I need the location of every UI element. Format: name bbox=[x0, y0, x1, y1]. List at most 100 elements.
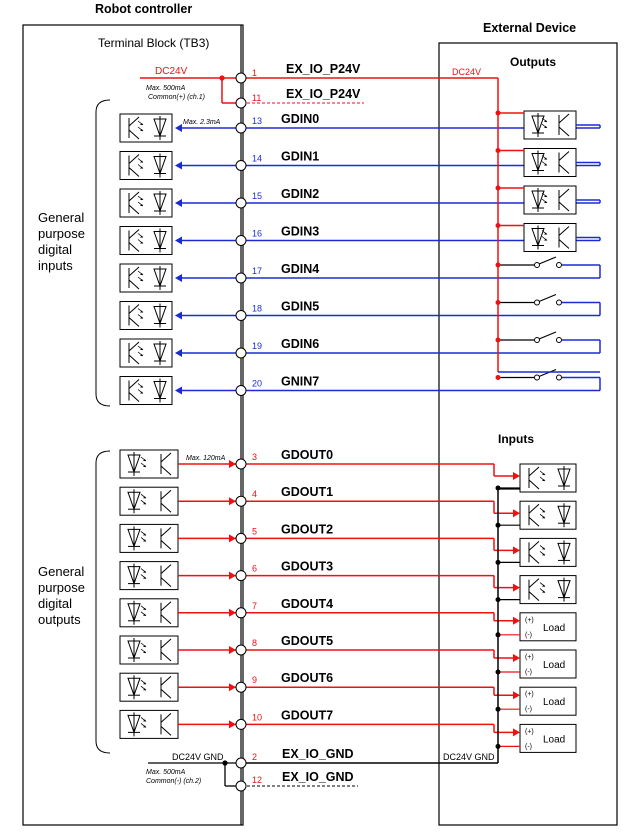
common-plus-label: Common(+) (ch.1) bbox=[148, 94, 205, 101]
light-arrow-head bbox=[143, 459, 146, 461]
arrow-head bbox=[229, 460, 236, 468]
terminal-pin bbox=[235, 272, 247, 284]
light-arrow-head bbox=[140, 391, 143, 394]
light-arrow-head bbox=[143, 613, 146, 616]
terminal-pin bbox=[235, 532, 247, 544]
light-arrow-head bbox=[143, 607, 146, 610]
transistor-emitter bbox=[558, 126, 570, 137]
signal-name: GDIN6 bbox=[281, 337, 319, 351]
light-arrow-head bbox=[542, 553, 545, 556]
optocoupler-symbol bbox=[119, 635, 179, 665]
signal-name: GDOUT3 bbox=[281, 560, 333, 574]
optocoupler-symbol bbox=[523, 148, 577, 177]
gnd-label-right: DC24V GND bbox=[443, 752, 495, 762]
arrow-head bbox=[175, 236, 182, 245]
transistor-collector bbox=[128, 191, 140, 202]
light-arrow-head bbox=[544, 126, 547, 128]
switch-lever bbox=[538, 256, 557, 265]
optocoupler-symbol bbox=[519, 500, 577, 530]
transistor-emitter bbox=[160, 465, 172, 476]
controller-frame bbox=[22, 24, 244, 826]
pin-number: 6 bbox=[252, 564, 257, 574]
max-current-label: Max. 120mA bbox=[186, 455, 226, 462]
switch-contact bbox=[534, 374, 540, 381]
outputs-group-line: outputs bbox=[38, 612, 81, 627]
arrow-head bbox=[175, 161, 182, 170]
load-plus: (+) bbox=[525, 617, 534, 624]
transistor-emitter bbox=[128, 354, 140, 365]
transistor-collector bbox=[128, 304, 140, 314]
pin-number: 10 bbox=[252, 712, 262, 722]
light-arrow-head bbox=[143, 570, 146, 573]
load-label: Load bbox=[543, 697, 565, 708]
optocoupler-box bbox=[519, 575, 577, 605]
optocoupler-symbol bbox=[119, 561, 179, 591]
light-arrow-head bbox=[542, 584, 545, 587]
light-arrow-head bbox=[143, 719, 146, 722]
external-bus bbox=[497, 78, 600, 763]
arrow-head bbox=[513, 472, 520, 480]
light-arrow-head bbox=[143, 502, 146, 505]
external-device-frame bbox=[438, 42, 618, 826]
signal-name: GDOUT5 bbox=[281, 634, 333, 648]
pin-number: 14 bbox=[252, 154, 262, 164]
optocoupler-box bbox=[519, 463, 577, 493]
max-current-label: Max. 2.3mA bbox=[183, 119, 221, 126]
inputs-bracket bbox=[95, 99, 111, 407]
light-arrow-head bbox=[140, 204, 143, 206]
pin-number: 9 bbox=[252, 675, 257, 685]
transistor-emitter bbox=[160, 577, 172, 587]
switch-contact bbox=[556, 374, 562, 381]
transistor-collector bbox=[160, 564, 172, 574]
light-arrow-head bbox=[544, 163, 547, 166]
inputs-group-line: General bbox=[38, 210, 84, 225]
terminal-pin bbox=[235, 160, 247, 171]
signal-name: EX_IO_P24V bbox=[286, 87, 361, 101]
transistor-emitter bbox=[558, 201, 570, 212]
transistor-collector bbox=[160, 527, 172, 537]
light-arrow-head bbox=[544, 120, 547, 122]
light-arrow-head bbox=[140, 123, 143, 125]
optocoupler-box bbox=[119, 301, 173, 330]
max-500ma-top: Max. 500mA bbox=[146, 85, 186, 92]
outputs-group-line: digital bbox=[38, 596, 72, 611]
switch-contact bbox=[556, 299, 562, 306]
terminal-pin bbox=[235, 718, 247, 730]
arrow-head bbox=[229, 683, 236, 692]
transistor-collector bbox=[160, 713, 172, 723]
arrow-head bbox=[513, 546, 520, 555]
optocoupler-symbol bbox=[119, 338, 173, 368]
light-arrow-head bbox=[544, 201, 547, 203]
output-row-3: 6 GDOUT3 bbox=[119, 560, 577, 605]
optocoupler-symbol bbox=[119, 113, 173, 143]
signal-name: GDOUT2 bbox=[281, 522, 333, 536]
light-arrow-head bbox=[143, 645, 146, 647]
transistor-emitter bbox=[160, 614, 172, 625]
arrow-head bbox=[513, 616, 520, 625]
transistor-emitter bbox=[160, 502, 172, 513]
load-minus: (-) bbox=[525, 743, 532, 750]
transistor-collector bbox=[128, 154, 140, 164]
signal-name: EX_IO_GND bbox=[282, 747, 354, 761]
outputs-bracket bbox=[95, 450, 111, 754]
optocoupler-symbol bbox=[119, 301, 173, 330]
junction-dot bbox=[495, 375, 501, 380]
light-arrow-head bbox=[143, 465, 146, 467]
transistor-emitter bbox=[160, 540, 172, 550]
pin-number: 18 bbox=[252, 304, 262, 314]
arrow-head bbox=[229, 608, 236, 617]
transistor-emitter bbox=[128, 279, 140, 290]
optocoupler-symbol bbox=[119, 672, 179, 702]
signal-name: GDOUT7 bbox=[281, 708, 333, 722]
light-arrow-head bbox=[140, 279, 143, 281]
transistor-emitter bbox=[160, 688, 172, 699]
light-arrow-head bbox=[542, 473, 545, 475]
